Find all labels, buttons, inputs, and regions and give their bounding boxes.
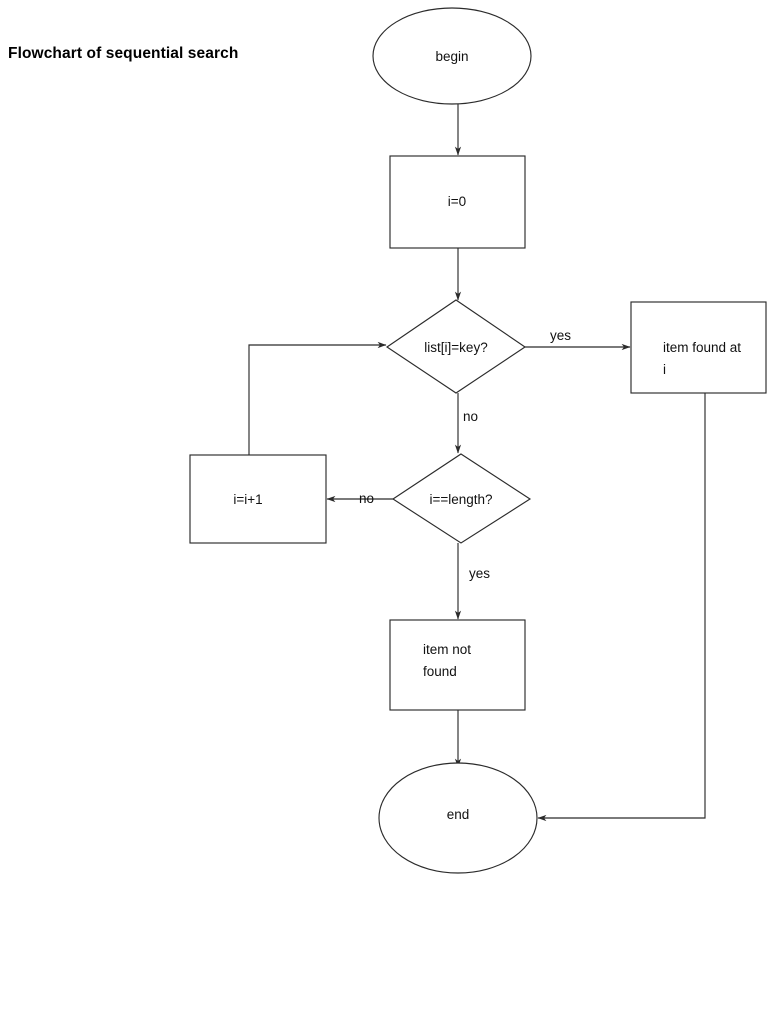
node-lengthcheck[interactable] xyxy=(391,453,532,544)
edge-label-compare-no: no xyxy=(463,409,478,424)
node-end-label: end xyxy=(447,807,470,822)
node-compare-label: list[i]=key? xyxy=(424,340,487,355)
node-found-label-line1: item found at xyxy=(663,340,741,355)
node-notfound[interactable] xyxy=(389,619,526,711)
edge-label-compare-yes: yes xyxy=(550,328,571,343)
node-lengthcheck-label: i==length? xyxy=(429,492,492,507)
node-found-label-line2: i xyxy=(663,362,666,377)
node-begin[interactable] xyxy=(372,7,532,105)
node-compare[interactable] xyxy=(385,299,527,394)
page-title: Flowchart of sequential search xyxy=(8,45,239,62)
edge-label-length-no: no xyxy=(359,491,374,506)
node-increment[interactable] xyxy=(189,454,327,544)
node-end[interactable] xyxy=(378,762,538,874)
node-found[interactable] xyxy=(630,301,767,394)
node-notfound-label-line1: item not xyxy=(423,642,471,657)
node-init[interactable] xyxy=(389,155,526,249)
node-increment-label: i=i+1 xyxy=(233,492,262,507)
edge-found-to-end xyxy=(537,393,706,822)
node-notfound-label-line2: found xyxy=(423,664,457,679)
node-begin-label: begin xyxy=(435,49,468,64)
edge-increment-to-compare xyxy=(248,341,387,455)
edge-label-length-yes: yes xyxy=(469,566,490,581)
node-init-label: i=0 xyxy=(448,194,466,209)
